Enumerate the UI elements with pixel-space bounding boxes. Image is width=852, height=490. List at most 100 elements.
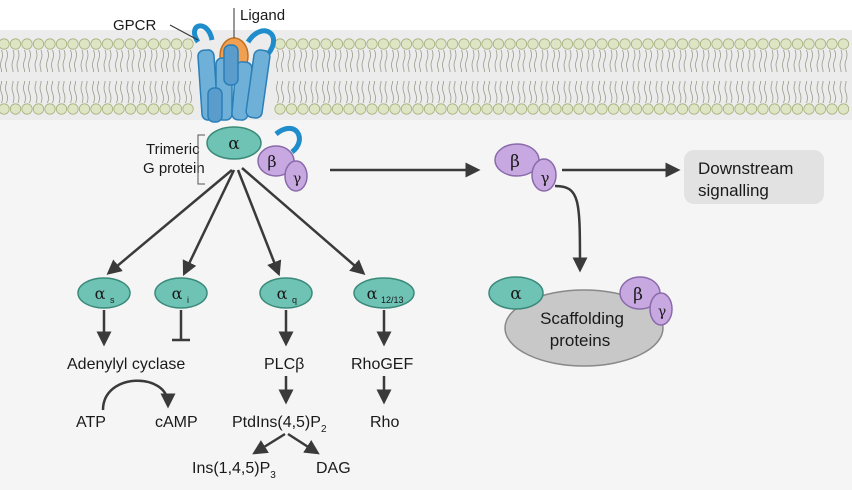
lipid-head xyxy=(515,38,528,50)
lipid-tail xyxy=(143,81,146,104)
lipid-head xyxy=(561,103,574,115)
lipid-tail xyxy=(177,49,181,72)
lipid-head xyxy=(837,103,850,115)
lipid-tail xyxy=(649,49,652,72)
lipid-head xyxy=(159,38,171,50)
lipid-head xyxy=(147,103,160,115)
lipid-head xyxy=(573,103,585,115)
lipid-tail xyxy=(644,49,647,72)
lipid-tail xyxy=(80,81,84,104)
lipid-tail xyxy=(310,49,314,72)
lipid-tail xyxy=(322,81,325,104)
lipid-tail xyxy=(724,49,728,72)
lipid-tail xyxy=(23,81,26,104)
lipid-tail xyxy=(545,49,549,72)
lipid-head xyxy=(274,103,286,115)
lipid-tail xyxy=(471,49,475,72)
free-gamma-symbol: γ xyxy=(541,169,550,187)
receptor-loop xyxy=(191,23,215,44)
lipid-tail xyxy=(345,81,348,104)
ip3-subscript: 3 xyxy=(270,470,276,481)
lipid-tail xyxy=(465,81,468,104)
arrow-to-scaffold xyxy=(554,184,588,273)
lipid-tail xyxy=(184,81,187,104)
lipid-head xyxy=(377,38,390,50)
lipid-tail xyxy=(678,49,682,72)
lipid-head xyxy=(458,103,470,115)
lipid-tail xyxy=(655,81,659,104)
lipid-tail xyxy=(476,81,480,104)
lipid-head xyxy=(113,38,125,50)
lipid-tail xyxy=(718,81,721,104)
lipid-head xyxy=(676,103,689,115)
atp-to-camp-arrow xyxy=(101,379,176,411)
lipid-head xyxy=(446,103,459,115)
lipid-tail xyxy=(690,49,693,72)
alpha-s-subscript: s xyxy=(110,295,115,305)
lipid-head xyxy=(21,103,33,115)
lipid-tail xyxy=(621,81,624,104)
ip3-main: Ins(1,4,5)P xyxy=(192,460,270,477)
lipid-tail xyxy=(775,81,779,104)
lipid-head xyxy=(780,38,792,50)
alpha-s-node: α s xyxy=(77,277,131,309)
lipid-tail xyxy=(120,81,123,104)
lipid-head xyxy=(803,103,815,115)
lipid-head xyxy=(653,38,666,50)
scaffolding-label-line2: proteins xyxy=(550,331,610,350)
lipid-head xyxy=(21,38,33,50)
lipid-tail xyxy=(103,81,107,104)
lipid-head xyxy=(377,103,390,115)
lipid-head xyxy=(136,38,148,50)
lipid-tail xyxy=(833,49,836,72)
lipid-tail xyxy=(126,49,130,72)
lipid-tail xyxy=(304,49,307,72)
free-gamma-subunit xyxy=(531,158,557,192)
lipid-tail xyxy=(752,81,756,104)
lipid-tail xyxy=(764,81,767,104)
lipid-tail xyxy=(292,81,296,104)
lipid-tail xyxy=(793,49,797,72)
lipid-head xyxy=(366,103,378,115)
lipid-tail xyxy=(701,49,705,72)
lipid-tail xyxy=(839,49,843,72)
lipid-head xyxy=(699,103,712,115)
lipid-tail xyxy=(805,49,808,72)
lipid-tail xyxy=(632,49,636,72)
lipid-tail xyxy=(402,81,406,104)
lipid-tail xyxy=(453,49,457,72)
lipid-head xyxy=(642,38,654,50)
lipid-head xyxy=(630,38,643,50)
lipid-head xyxy=(527,38,539,50)
lipid-tail xyxy=(770,49,774,72)
trimeric-label-line1: Trimeric xyxy=(146,141,200,158)
lipid-head xyxy=(803,38,815,50)
lipid-tail xyxy=(149,49,153,72)
trimeric-label-line2: G protein xyxy=(143,160,205,177)
atp-label: ATP xyxy=(76,414,106,431)
lipid-tail xyxy=(448,49,452,72)
gpcr-label: GPCR xyxy=(113,17,157,34)
lipid-head xyxy=(182,103,194,115)
arrow-to-alpha-i xyxy=(182,169,236,277)
lipid-tail xyxy=(281,81,284,104)
rhogef-label: RhoGEF xyxy=(351,356,413,373)
lipid-tail xyxy=(126,81,130,104)
downstream-label-line1: Downstream xyxy=(698,159,793,178)
lipid-tail xyxy=(522,49,526,72)
scaffold-alpha-subunit xyxy=(488,276,544,310)
lipid-head xyxy=(515,103,528,115)
lipid-tail xyxy=(649,81,652,104)
lipid-head xyxy=(124,103,137,115)
lipid-tail xyxy=(793,81,797,104)
lipid-head xyxy=(619,103,631,115)
lipid-head xyxy=(423,103,436,115)
lipid-tail xyxy=(172,49,176,72)
lipid-tail xyxy=(276,49,279,72)
lipid-tail xyxy=(759,81,762,104)
lipid-tail xyxy=(736,49,739,72)
lipid-head xyxy=(446,38,459,50)
lipid-head xyxy=(630,103,643,115)
lipid-head xyxy=(412,103,424,115)
lipid-tail xyxy=(782,49,785,72)
